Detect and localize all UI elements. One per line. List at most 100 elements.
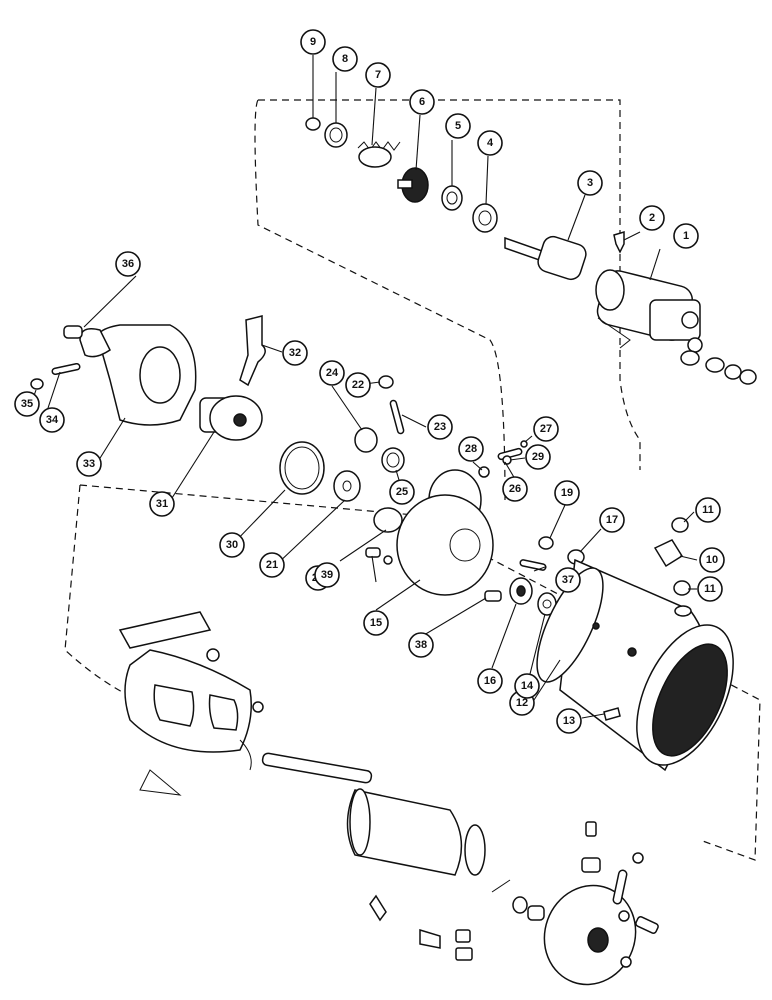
callout-13: 13 <box>556 708 582 734</box>
plug-22 <box>378 375 394 389</box>
pin-27 <box>520 440 528 448</box>
callout-11a: 11 <box>695 497 721 523</box>
svg-text:32: 32 <box>289 347 301 359</box>
callout-17: 17 <box>599 507 625 533</box>
plug-19 <box>538 536 554 550</box>
svg-text:28: 28 <box>465 443 477 455</box>
screw-37 <box>519 559 547 571</box>
callout-7: 7 <box>365 62 391 88</box>
drive-housing <box>79 324 197 426</box>
ring-29 <box>502 455 512 465</box>
svg-text:39: 39 <box>321 569 333 581</box>
svg-text:29: 29 <box>532 451 544 463</box>
seal-24 <box>354 427 378 453</box>
svg-text:21: 21 <box>266 559 278 571</box>
callout-33: 33 <box>76 451 102 477</box>
callout-25: 25 <box>389 479 415 505</box>
callout-38: 38 <box>408 632 434 658</box>
end-frame <box>543 884 637 986</box>
svg-text:17: 17 <box>606 514 618 526</box>
callout-1: 1 <box>673 223 699 249</box>
contact-disc <box>397 167 429 203</box>
svg-text:38: 38 <box>415 639 427 651</box>
nut-11b <box>673 580 691 596</box>
svg-text:15: 15 <box>370 617 382 629</box>
callout-16: 16 <box>477 668 503 694</box>
svg-text:9: 9 <box>310 36 316 48</box>
field-frame <box>536 558 734 772</box>
svg-text:33: 33 <box>83 458 95 470</box>
callout-30: 30 <box>219 532 245 558</box>
armature <box>261 752 486 876</box>
callout-23: 23 <box>427 414 453 440</box>
svg-text:16: 16 <box>484 675 496 687</box>
callout-35: 35 <box>14 391 40 417</box>
svg-text:25: 25 <box>396 486 408 498</box>
svg-text:24: 24 <box>326 367 339 379</box>
callout-12: 12 <box>509 690 535 716</box>
callout-4: 4 <box>477 130 503 156</box>
svg-text:11: 11 <box>704 583 716 595</box>
callout-21: 21 <box>259 552 285 578</box>
terminal-10 <box>653 539 684 568</box>
svg-text:11: 11 <box>702 504 714 516</box>
callout-32: 32 <box>282 340 308 366</box>
callout-9: 9 <box>300 29 326 55</box>
plunger-nut <box>305 117 321 131</box>
svg-text:27: 27 <box>540 423 552 435</box>
solenoid-group-outline <box>254 99 641 501</box>
shift-lever <box>239 315 266 387</box>
callout-8: 8 <box>332 46 358 72</box>
callout-22: 22 <box>345 372 371 398</box>
plug-35 <box>30 378 44 390</box>
callout-28: 28 <box>458 436 484 462</box>
screw-38 <box>484 590 502 602</box>
svg-text:26: 26 <box>509 483 521 495</box>
svg-text:19: 19 <box>561 487 573 499</box>
callout-29: 29 <box>525 444 551 470</box>
washer-21 <box>333 470 361 502</box>
svg-text:8: 8 <box>342 53 348 65</box>
callout-37: 37 <box>555 567 581 593</box>
field-coil <box>118 611 264 796</box>
brush-parts <box>369 821 659 968</box>
callout-6: 6 <box>409 89 435 115</box>
pin-34 <box>51 362 81 376</box>
bushing-20 <box>373 507 403 533</box>
callout-11b: 11 <box>697 576 723 602</box>
callout-15: 15 <box>363 610 389 636</box>
callout-14: 14 <box>514 673 540 699</box>
svg-text:35: 35 <box>21 398 33 410</box>
ring-30 <box>279 441 325 495</box>
callout-39: 39 <box>314 562 340 588</box>
svg-text:3: 3 <box>587 177 593 189</box>
callout-10: 10 <box>699 547 725 573</box>
svg-text:10: 10 <box>706 554 718 566</box>
pin-23 <box>389 399 405 435</box>
svg-text:5: 5 <box>455 120 461 132</box>
svg-text:37: 37 <box>562 574 574 586</box>
plunger <box>504 235 587 281</box>
svg-text:7: 7 <box>375 69 381 81</box>
callout-3: 3 <box>577 170 603 196</box>
svg-text:30: 30 <box>226 539 238 551</box>
svg-text:1: 1 <box>683 230 689 242</box>
screw-13 <box>603 707 621 721</box>
callout-34: 34 <box>39 407 65 433</box>
svg-text:13: 13 <box>563 715 575 727</box>
svg-text:23: 23 <box>434 421 446 433</box>
solenoid-screw <box>613 230 625 254</box>
svg-text:31: 31 <box>156 498 168 510</box>
terminal-nuts <box>680 350 757 385</box>
svg-text:6: 6 <box>419 96 425 108</box>
svg-text:2: 2 <box>649 212 655 224</box>
svg-text:4: 4 <box>487 137 494 149</box>
callout-27: 27 <box>533 416 559 442</box>
washer-11 <box>674 605 692 617</box>
washer-5 <box>441 185 463 211</box>
lever-housing <box>396 469 494 596</box>
callout-31: 31 <box>149 491 175 517</box>
callout-2: 2 <box>639 205 665 231</box>
callout-36: 36 <box>115 251 141 277</box>
